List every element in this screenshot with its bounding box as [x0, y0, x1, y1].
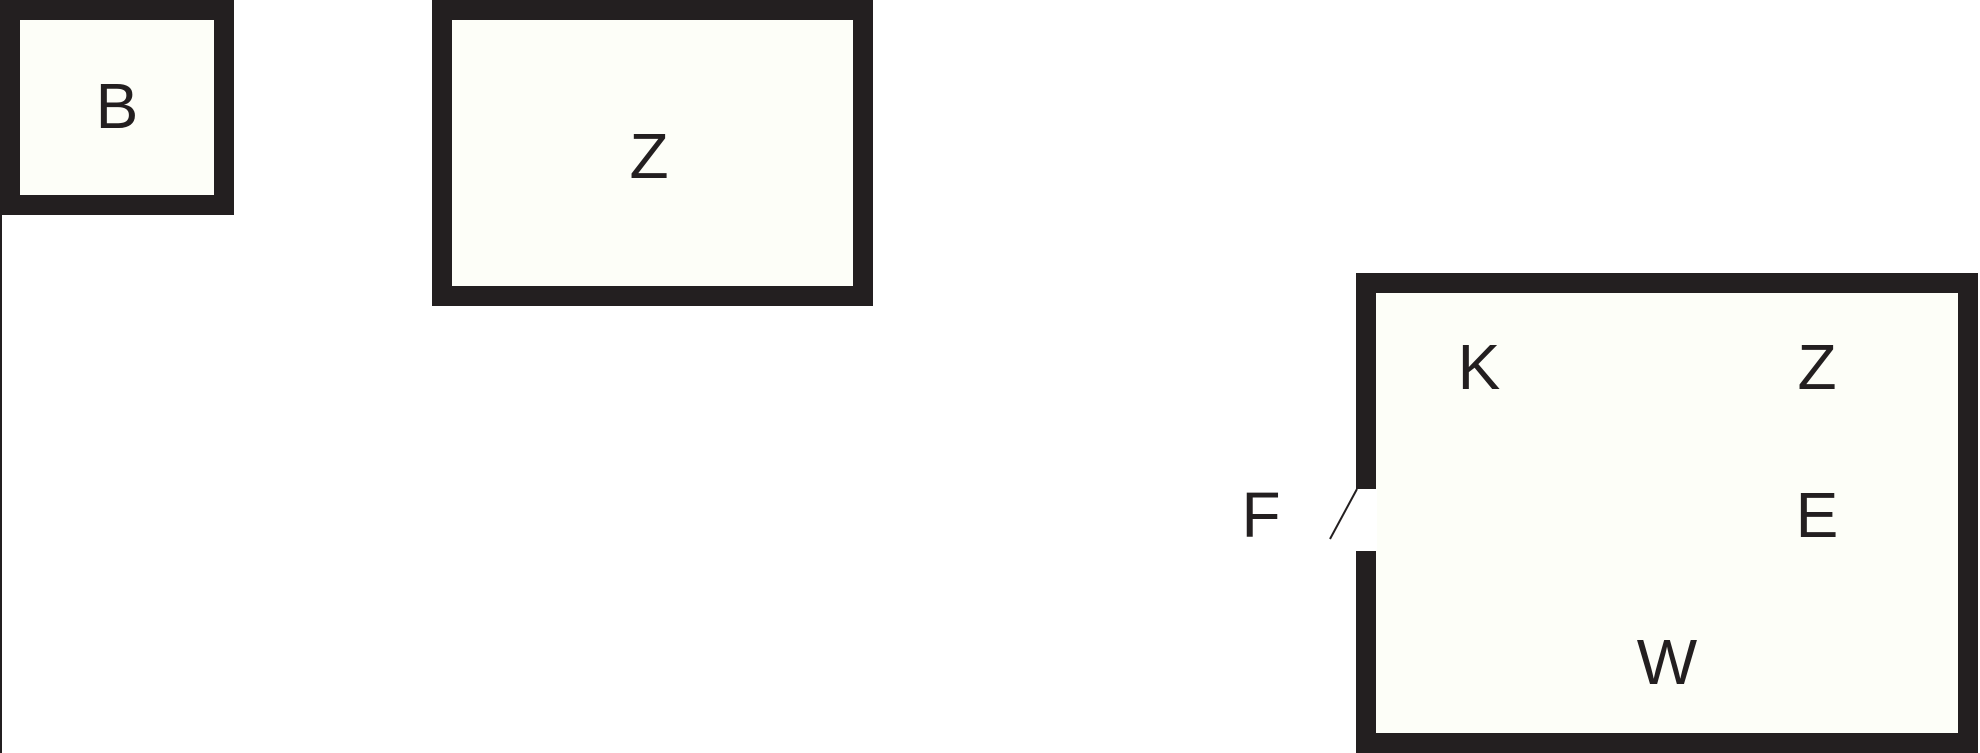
- room-z-label: Z: [629, 120, 668, 192]
- room-b: B: [0, 0, 234, 215]
- room-large: K Z E W: [1329, 273, 1978, 753]
- outside-label-f: F: [1241, 479, 1280, 551]
- room-b-walls: [0, 0, 234, 215]
- room-large-label-k: K: [1458, 331, 1501, 403]
- room-z-walls: [432, 0, 873, 306]
- room-large-label-z: Z: [1797, 331, 1836, 403]
- room-z: Z: [432, 0, 873, 306]
- door-swing-icon: [1329, 488, 1358, 540]
- door-opening: [1355, 489, 1377, 551]
- room-large-label-w: W: [1637, 626, 1698, 698]
- room-large-label-e: E: [1796, 479, 1839, 551]
- room-b-label: B: [96, 70, 139, 142]
